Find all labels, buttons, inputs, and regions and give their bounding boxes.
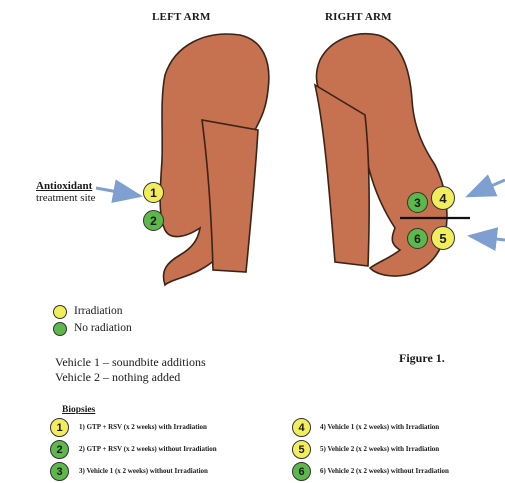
marker-4: 4: [431, 186, 455, 210]
marker-5: 5: [431, 226, 455, 250]
biopsy-5-text: 5) Vehicle 2 (x 2 weeks) with Irradiatio…: [320, 445, 439, 453]
biopsy-2-text: 2) GTP + RSV (x 2 weeks) without Irradia…: [79, 445, 217, 453]
marker-6: 6: [407, 228, 428, 249]
biopsy-3-marker: 3: [50, 462, 69, 481]
marker-3: 3: [407, 192, 428, 213]
lower-right-arrow: [470, 236, 505, 240]
biopsies-heading: Biopsies: [62, 405, 95, 415]
biopsy-6-marker: 6: [292, 462, 311, 481]
antioxidant-label: Antioxidant treatment site: [36, 180, 96, 204]
legend-irradiation: Irradiation: [74, 305, 123, 317]
marker-2: 2: [143, 210, 164, 231]
biopsy-1-text: 1) GTP + RSV (x 2 weeks) with Irradiatio…: [79, 423, 207, 431]
right-torso-shape: [315, 85, 369, 266]
arms-illustration: [0, 0, 505, 300]
legend-green-swatch: [53, 322, 67, 336]
figure-label: Figure 1.: [399, 351, 445, 366]
biopsy-5-marker: 5: [292, 440, 311, 459]
marker-1: 1: [143, 182, 164, 203]
biopsy-4-text: 4) Vehicle 1 (x 2 weeks) with Irradiatio…: [320, 423, 439, 431]
vehicle-1: Vehicle 1 – soundbite additions: [55, 355, 206, 370]
biopsy-1-marker: 1: [50, 418, 69, 437]
biopsy-2-marker: 2: [50, 440, 69, 459]
antioxidant-arrow: [96, 188, 140, 196]
antioxidant-heading: Antioxidant: [36, 180, 96, 192]
legend-no-radiation: No radiation: [74, 322, 132, 334]
legend-yellow-swatch: [53, 305, 67, 319]
biopsy-4-marker: 4: [292, 418, 311, 437]
biopsy-6-text: 6) Vehicle 2 (x 2 weeks) without Irradia…: [320, 467, 449, 475]
vehicle-2: Vehicle 2 – nothing added: [55, 370, 180, 385]
biopsy-3-text: 3) Vehicle 1 (x 2 weeks) without Irradia…: [79, 467, 208, 475]
upper-right-arrow: [468, 180, 505, 196]
left-arm: [160, 34, 269, 285]
antioxidant-sub: treatment site: [36, 192, 96, 204]
